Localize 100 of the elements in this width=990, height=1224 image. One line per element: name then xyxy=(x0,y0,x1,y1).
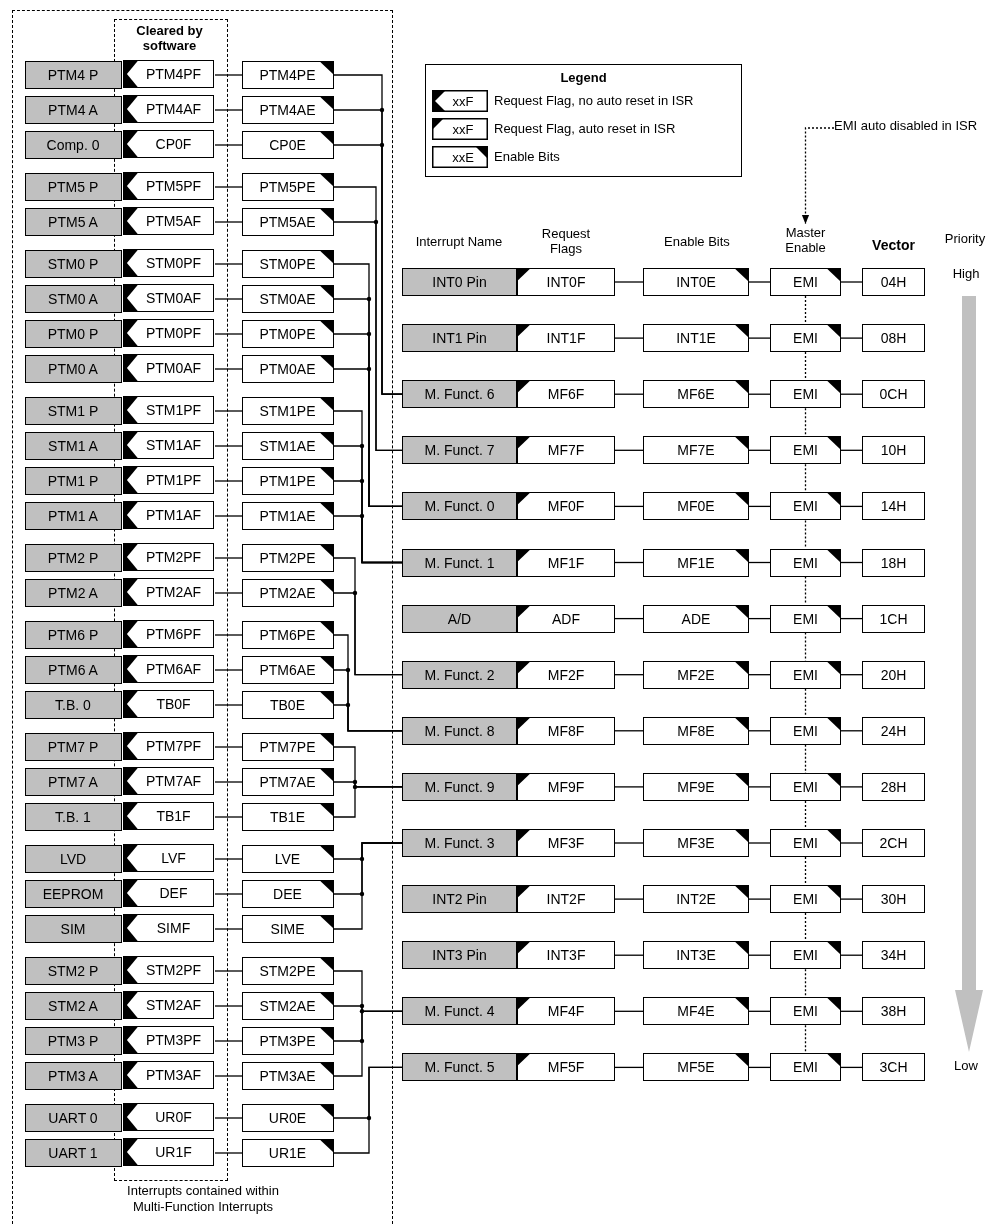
interrupt-name-box: M. Funct. 5 xyxy=(402,1053,517,1082)
enable-bit-box: INT2E xyxy=(643,885,749,914)
dotted-arrow xyxy=(801,127,835,225)
connector-line xyxy=(614,337,644,339)
priority-label: Priority xyxy=(943,231,987,246)
request-flag-box: MF6F xyxy=(517,380,615,409)
request-flag-box: MF3F xyxy=(517,829,615,857)
dotted-line xyxy=(804,295,807,325)
connector-line xyxy=(748,730,771,732)
vector-box: 30H xyxy=(862,885,925,914)
request-flag-box: PTM3AF xyxy=(123,1061,214,1089)
connector-line xyxy=(214,410,243,412)
interrupt-name-box: M. Funct. 1 xyxy=(402,548,517,577)
interrupt-source-box: UART 0 xyxy=(24,1103,122,1132)
request-flag-box: UR1F xyxy=(123,1138,214,1166)
enable-bit-box: STM0AE xyxy=(241,284,334,313)
enable-bit-box: UR0E xyxy=(241,1103,334,1132)
vector-box: 1CH xyxy=(862,604,925,633)
request-flag-box: PTM4AF xyxy=(123,95,214,123)
interrupt-source-box: STM1 A xyxy=(24,431,122,460)
connector-line xyxy=(333,1066,403,1154)
enable-bit-box: STM1AE xyxy=(241,431,334,460)
vector-box: 0CH xyxy=(862,380,925,409)
request-flag-box: PTM5PF xyxy=(123,172,214,200)
enable-bit-box: PTM3AE xyxy=(241,1061,334,1090)
interrupt-source-box: PTM4 A xyxy=(24,95,122,124)
connector-line xyxy=(214,592,243,594)
request-flag-box: TB0F xyxy=(123,690,214,718)
connector-line xyxy=(333,515,403,564)
connector-line xyxy=(840,674,863,676)
interrupt-source-box: STM0 P xyxy=(24,249,122,278)
connector-line xyxy=(614,561,644,564)
enable-bit-box: INT1E xyxy=(643,324,749,353)
vector-box: 14H xyxy=(862,492,925,521)
dotted-line xyxy=(804,856,807,886)
connector-line xyxy=(214,746,243,748)
dotted-line xyxy=(804,631,807,662)
vector-box: 08H xyxy=(862,324,925,353)
request-flag-box: INT1F xyxy=(517,324,615,353)
enable-bit-box: MF5E xyxy=(643,1053,749,1082)
vector-box: 24H xyxy=(862,716,925,745)
connector-line xyxy=(214,634,243,636)
enable-bit-box: PTM0PE xyxy=(241,319,334,348)
column-header: Vector xyxy=(871,238,916,253)
enable-bit-box: MF7E xyxy=(643,436,749,465)
interrupt-source-box: STM1 P xyxy=(24,396,122,425)
master-enable-box: EMI xyxy=(770,380,841,409)
enable-bit-box: SIME xyxy=(241,914,334,943)
request-flag-box: MF5F xyxy=(517,1053,615,1082)
request-flag-box: PTM0PF xyxy=(123,319,214,347)
interrupt-name-box: M. Funct. 0 xyxy=(402,492,517,521)
request-flag-box: MF9F xyxy=(517,772,615,801)
legend-sample: xxE xyxy=(432,146,488,168)
legend-title: Legend xyxy=(559,70,608,85)
request-flag-box: PTM7AF xyxy=(123,767,214,795)
master-enable-box: EMI xyxy=(770,829,841,857)
connector-line xyxy=(214,298,243,300)
connector-line xyxy=(214,1040,243,1042)
request-flag-box: SIMF xyxy=(123,914,214,942)
legend-text: Request Flag, auto reset in ISR xyxy=(494,121,676,136)
connector-line xyxy=(614,449,644,451)
enable-bit-box: MF1E xyxy=(643,548,749,577)
connector-line xyxy=(840,505,863,508)
connector-line xyxy=(214,109,243,111)
request-flag-box: STM2PF xyxy=(123,956,214,984)
vector-box: 20H xyxy=(862,660,925,689)
connector-line xyxy=(614,730,644,732)
connector-line xyxy=(840,337,863,339)
connector-line xyxy=(214,221,243,223)
enable-bit-box: TB0E xyxy=(241,690,334,719)
connector-line xyxy=(614,898,644,900)
connector-line xyxy=(214,144,243,146)
connector-line xyxy=(214,781,243,783)
dotted-line xyxy=(804,407,807,437)
interrupt-source-box: PTM1 P xyxy=(24,466,122,495)
connector-line xyxy=(840,842,863,844)
interrupt-source-box: PTM5 P xyxy=(24,172,122,201)
interrupt-source-box: STM2 P xyxy=(24,956,122,985)
enable-bit-box: MF8E xyxy=(643,716,749,745)
request-flag-box: MF8F xyxy=(517,716,615,745)
connector-line xyxy=(214,1117,243,1119)
enable-bit-box: INT3E xyxy=(643,941,749,970)
enable-bit-box: ADE xyxy=(643,604,749,633)
master-enable-box: EMI xyxy=(770,772,841,801)
enable-bit-box: PTM5AE xyxy=(241,207,334,236)
interrupt-name-box: M. Funct. 7 xyxy=(402,436,517,465)
request-flag-box: STM1PF xyxy=(123,396,214,424)
interrupt-source-box: PTM3 A xyxy=(24,1061,122,1090)
request-flag-box: STM0PF xyxy=(123,249,214,277)
enable-bit-box: PTM2PE xyxy=(241,543,334,572)
connector-line xyxy=(214,858,243,860)
legend-sample: xxF xyxy=(432,118,488,140)
enable-bit-box: TB1E xyxy=(241,802,334,831)
enable-bit-box: CP0E xyxy=(241,130,334,159)
legend-sample: xxF xyxy=(432,90,488,112)
connector-line xyxy=(748,281,771,283)
dotted-line xyxy=(804,912,807,942)
connector-line xyxy=(748,505,771,508)
connector-line xyxy=(214,263,243,265)
interrupt-name-box: INT3 Pin xyxy=(402,941,517,970)
